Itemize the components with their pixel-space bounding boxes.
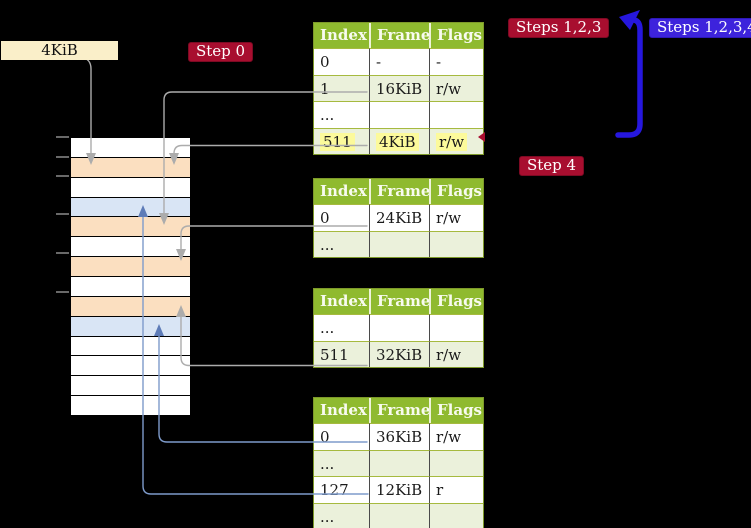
table-cell: r/w — [429, 204, 483, 231]
table-cell: 16KiB — [369, 74, 429, 101]
table-cell: 127 — [314, 476, 369, 503]
table-cell — [369, 230, 429, 257]
memory-frame-row — [71, 295, 190, 316]
table-cell: 0 — [314, 204, 369, 231]
table-cell: ... — [314, 449, 369, 476]
table-row: 0-- — [314, 48, 483, 75]
badge-steps-1-2-3: Steps 1,2,3 — [508, 18, 610, 38]
column-header: Flags — [429, 289, 483, 314]
table-cell: 0 — [314, 48, 369, 75]
column-header: Index — [320, 182, 367, 200]
physical-memory-column — [70, 137, 191, 416]
table-cell: ... — [314, 502, 369, 528]
table-cell: r/w — [429, 74, 483, 101]
memory-tick-marks — [56, 136, 69, 293]
table-cell: - — [369, 48, 429, 75]
memory-frame-row — [71, 138, 190, 157]
table-cell: r — [429, 476, 483, 503]
table-cell: 36KiB — [369, 423, 429, 450]
table-cell: 32KiB — [369, 340, 429, 367]
table-cell: ... — [314, 314, 369, 341]
highlighted-value: r/w — [436, 132, 468, 151]
badge-step-0: Step 0 — [188, 42, 254, 62]
table-cell: 24KiB — [369, 204, 429, 231]
table-row: 511 4KiB r/w — [314, 127, 483, 154]
table-cell — [369, 449, 429, 476]
table-cell — [429, 101, 483, 128]
memory-frame-row — [71, 335, 190, 356]
table-cell — [369, 502, 429, 528]
column-header: Frame — [369, 179, 429, 204]
highlighted-value: 511 — [320, 132, 355, 151]
table-cell: 4KiB — [369, 127, 429, 154]
table-cell: 511 — [314, 340, 369, 367]
table-cell: ... — [314, 230, 369, 257]
memory-frame-row — [71, 355, 190, 376]
column-header: Flags — [429, 23, 483, 48]
memory-frame-row — [71, 156, 190, 177]
table-cell — [429, 314, 483, 341]
table-cell — [429, 502, 483, 528]
table-cell: r/w — [429, 340, 483, 367]
memory-frame-row — [71, 236, 190, 257]
table-cell: ... — [314, 101, 369, 128]
table-cell — [369, 314, 429, 341]
memory-frame-row — [71, 315, 190, 336]
column-header: Frame — [369, 289, 429, 314]
table-cell: r/w — [429, 423, 483, 450]
memory-frame-row — [71, 256, 190, 277]
column-header: Frame — [369, 23, 429, 48]
table-row: ... — [314, 449, 483, 476]
memory-frame-row — [71, 375, 190, 396]
table-cell — [429, 230, 483, 257]
highlighted-value: 4KiB — [376, 132, 419, 151]
table-cell: 0 — [314, 423, 369, 450]
table-cell: 511 — [314, 127, 369, 154]
memory-frame-row — [71, 216, 190, 237]
column-header: Flags — [429, 398, 483, 423]
badge-steps-1-2-3-4: Steps 1,2,3,4 — [649, 18, 751, 38]
memory-frame-row — [71, 196, 190, 217]
memory-frame-row — [71, 176, 190, 197]
table-row: ... — [314, 101, 483, 128]
memory-frame-row — [71, 276, 190, 296]
table-cell — [429, 449, 483, 476]
table-cell: 12KiB — [369, 476, 429, 503]
column-header: Frame — [369, 398, 429, 423]
memory-frame-row — [71, 395, 190, 416]
arrowhead-left-icon — [619, 10, 640, 30]
column-header: Flags — [429, 179, 483, 204]
table-cell: 1 — [314, 74, 369, 101]
column-header: Index — [320, 292, 367, 310]
table-row: ... — [314, 314, 483, 341]
table-cell: - — [429, 48, 483, 75]
column-header: Index — [320, 26, 367, 44]
loop-arrow — [615, 10, 643, 138]
table-cell — [369, 101, 429, 128]
table-row: ... — [314, 230, 483, 257]
badge-step-4: Step 4 — [519, 156, 585, 176]
table-row: ... — [314, 502, 483, 528]
column-header: Index — [320, 401, 367, 419]
table-cell: r/w — [429, 127, 483, 154]
frame-size-label: 4KiB — [1, 41, 118, 60]
